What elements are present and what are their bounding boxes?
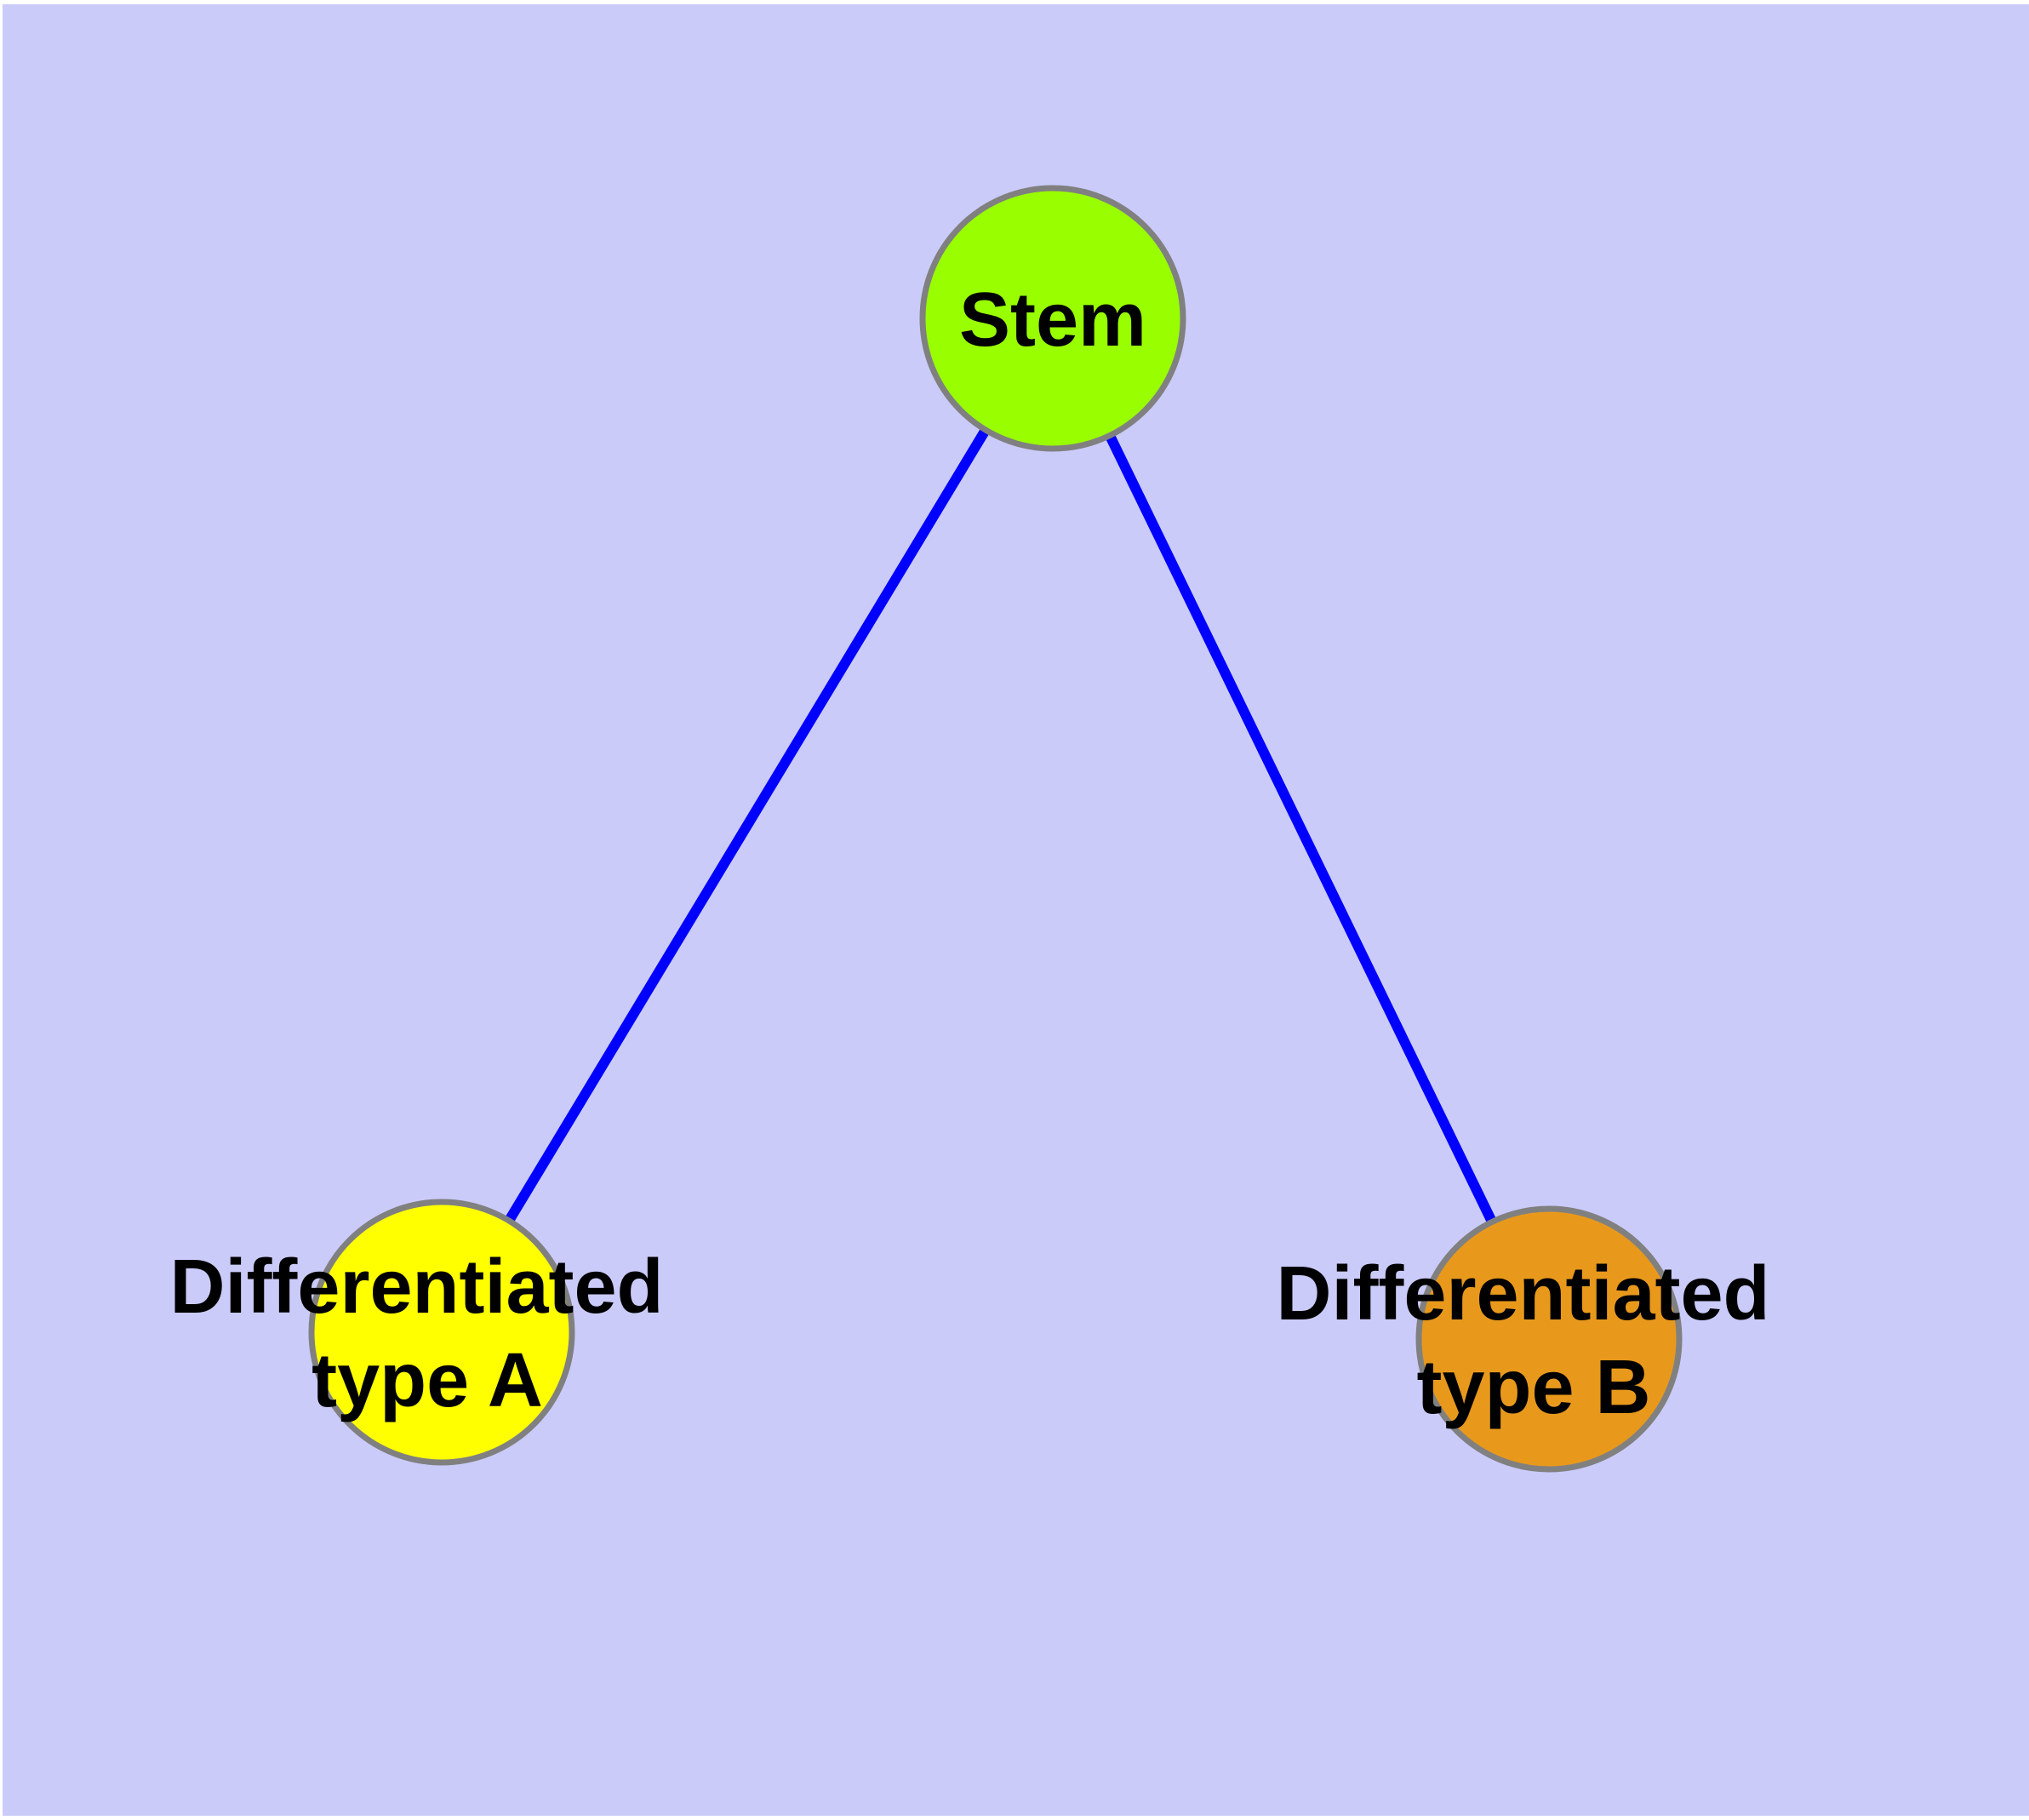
- node-label-differentiated-type-a-line-2: type A: [311, 1338, 543, 1423]
- node-differentiated-type-b: [1415, 1205, 1683, 1473]
- edge-stem-to-type-b: [1048, 316, 1554, 1342]
- node-label-differentiated-type-b: Differentiated type B: [1276, 1251, 1791, 1430]
- node-stem: [919, 185, 1186, 452]
- edge-stem-to-type-a: [437, 315, 1058, 1336]
- node-label-stem: Stem: [959, 278, 1146, 363]
- node-differentiated-type-a: [308, 1199, 575, 1466]
- node-label-differentiated-type-b-line-2: type B: [1416, 1345, 1650, 1430]
- node-label-differentiated-type-a-line-1: Differentiated: [169, 1245, 663, 1330]
- node-label-differentiated-type-a: Differentiated type A: [169, 1245, 684, 1423]
- node-label-differentiated-type-b-line-1: Differentiated: [1276, 1251, 1769, 1336]
